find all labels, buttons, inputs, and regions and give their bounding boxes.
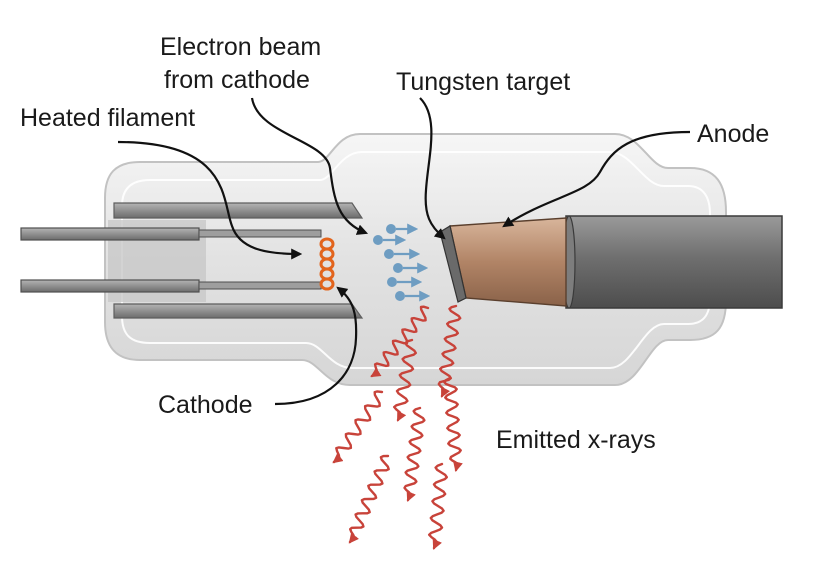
upper-lead-rod	[20, 227, 200, 241]
heated-filament-callout-line	[117, 140, 303, 260]
electron-beam-callout-line	[250, 97, 369, 235]
electron-arrow-icon	[387, 276, 423, 288]
wavy-arrow-icon	[443, 376, 463, 472]
upper-lead-wire	[198, 229, 322, 238]
wavy-arrow-icon	[370, 305, 430, 378]
tungsten-target-callout-line	[419, 97, 446, 240]
upper-focusing-plate	[113, 202, 364, 219]
glass-envelope	[104, 133, 727, 386]
glass-inner-outline	[121, 151, 711, 369]
electron-arrow-icon	[373, 234, 407, 246]
electron-beam	[373, 223, 431, 302]
cathode-label: Cathode	[158, 391, 253, 419]
electron-arrow-icon	[384, 248, 421, 260]
electron-beam-label-line2: from cathode	[164, 66, 310, 94]
emitted-xrays	[332, 304, 463, 550]
tungsten-target-label: Tungsten target	[396, 68, 570, 96]
anode-callout-line	[502, 130, 691, 228]
electron-arrow-icon	[386, 223, 419, 235]
wavy-arrow-icon	[403, 406, 426, 502]
cathode-callout-line	[274, 286, 358, 406]
anode-label: Anode	[697, 120, 769, 148]
heated-filament-label: Heated filament	[20, 104, 195, 132]
coil-filament-icon	[319, 237, 335, 291]
electron-arrow-icon	[395, 290, 431, 302]
lower-lead-rod	[20, 279, 200, 293]
wavy-arrow-icon	[393, 338, 417, 422]
wavy-arrow-icon	[348, 454, 390, 544]
wavy-arrow-icon	[332, 390, 384, 464]
emitted-xrays-label: Emitted x-rays	[496, 426, 656, 454]
tungsten-target	[439, 225, 467, 303]
anode-body	[565, 215, 783, 309]
electron-arrow-icon	[393, 262, 429, 274]
electron-beam-label-line1: Electron beam	[160, 33, 321, 61]
copper-anode	[449, 217, 567, 307]
wavy-arrow-icon	[428, 462, 448, 550]
lower-focusing-plate	[113, 303, 364, 319]
lower-lead-wire	[198, 281, 322, 290]
